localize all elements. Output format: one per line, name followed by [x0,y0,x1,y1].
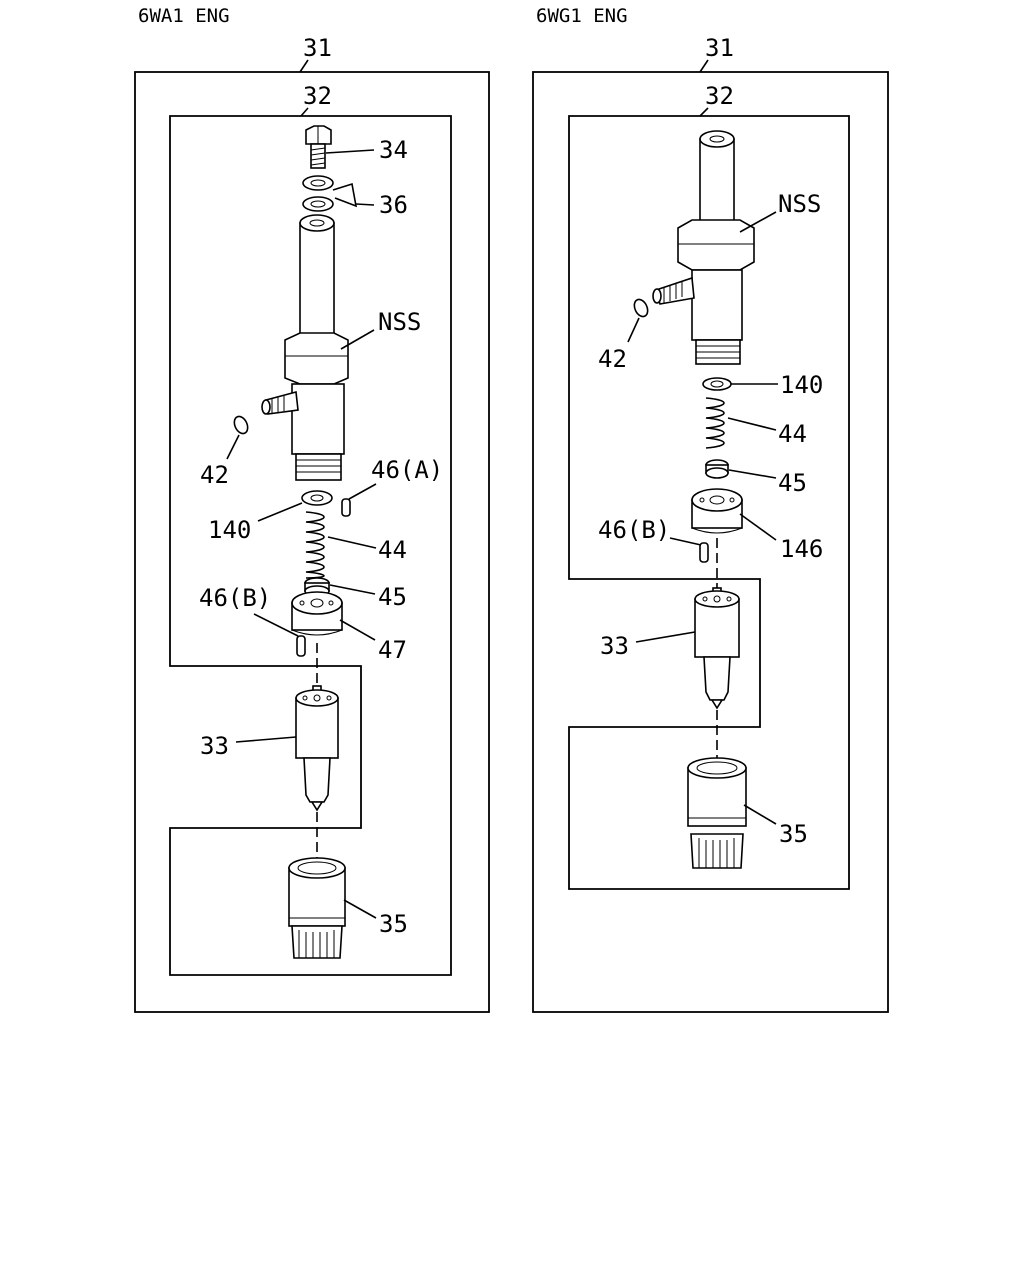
right-pin-b-icon [699,542,709,563]
right-leader-46b [669,537,702,546]
right-o-ring-icon [633,298,649,318]
right-label-140: 140 [780,371,823,399]
left-o-ring-icon [233,415,249,435]
left-label-33: 33 [200,732,229,760]
left-label-45: 45 [378,583,407,611]
left-pin-a-icon [341,498,351,517]
right-label-35: 35 [779,820,808,848]
left-panel: 6WA1 ENG 31 32 34 36 [134,5,490,1013]
right-leader-31 [699,59,709,73]
right-leader-146 [739,513,777,541]
right-label-nss: NSS [778,190,821,218]
right-header: 6WG1 ENG [536,5,628,27]
right-label-31: 31 [705,34,734,62]
right-label-32: 32 [705,82,734,110]
left-spring-icon [305,511,325,579]
left-leader-46a [348,483,377,500]
left-washer-tag [332,182,358,208]
left-label-140: 140 [208,516,251,544]
right-inner-box [568,115,850,890]
right-label-33: 33 [600,632,629,660]
left-leader-31 [299,59,309,73]
left-leader-140 [257,502,303,522]
right-nozzle-icon [694,587,740,710]
left-injector-holder-icon [261,214,349,481]
left-leader-32 [300,107,309,117]
left-label-46b: 46(B) [199,584,271,612]
right-label-46b: 46(B) [598,516,670,544]
left-inner-box [169,115,452,976]
right-leader-45 [728,469,777,479]
left-label-47: 47 [378,636,407,664]
right-spacer-icon [705,459,729,479]
right-label-44: 44 [778,420,807,448]
left-leader-42 [226,434,240,460]
left-header: 6WA1 ENG [138,5,230,27]
left-label-nss: NSS [378,308,421,336]
right-injector-holder-icon [652,130,755,365]
right-label-146: 146 [780,535,823,563]
left-label-36: 36 [379,191,408,219]
right-leader-44 [727,417,777,431]
right-label-42: 42 [598,345,627,373]
left-leader-36 [355,203,375,206]
left-label-46a: 46(A) [371,456,443,484]
left-label-34: 34 [379,136,408,164]
right-leader-33 [635,631,696,643]
left-label-32: 32 [303,82,332,110]
left-label-42: 42 [200,461,229,489]
left-washer-140-icon [301,490,333,506]
left-nozzle-icon [295,685,339,812]
left-label-44: 44 [378,536,407,564]
left-pin-b-icon [296,635,306,657]
right-panel: 6WG1 ENG 31 32 NSS 42 [532,5,889,1013]
right-nut-icon [687,757,747,869]
right-leader-32 [699,107,709,117]
right-leader-nss [739,211,777,233]
left-label-35: 35 [379,910,408,938]
left-nut-icon [288,857,346,959]
left-leader-46b [253,613,299,637]
right-label-45: 45 [778,469,807,497]
left-leader-34 [325,149,375,154]
left-bolt-icon [305,125,332,169]
left-label-31: 31 [303,34,332,62]
left-leader-47 [339,619,376,641]
left-body-47-icon [291,591,343,636]
right-body-146-icon [691,488,743,534]
left-leader-35 [343,899,377,919]
right-washer-140-icon [702,377,732,391]
left-washers-icon [302,175,334,212]
right-spring-icon [705,397,725,449]
left-leader-nss [340,329,375,350]
left-leader-45 [329,584,376,595]
right-leader-35 [743,804,777,825]
left-leader-44 [327,536,377,549]
right-leader-42 [627,317,640,343]
right-outer-box [532,71,889,1013]
left-leader-33 [235,736,297,743]
left-outer-box [134,71,490,1013]
